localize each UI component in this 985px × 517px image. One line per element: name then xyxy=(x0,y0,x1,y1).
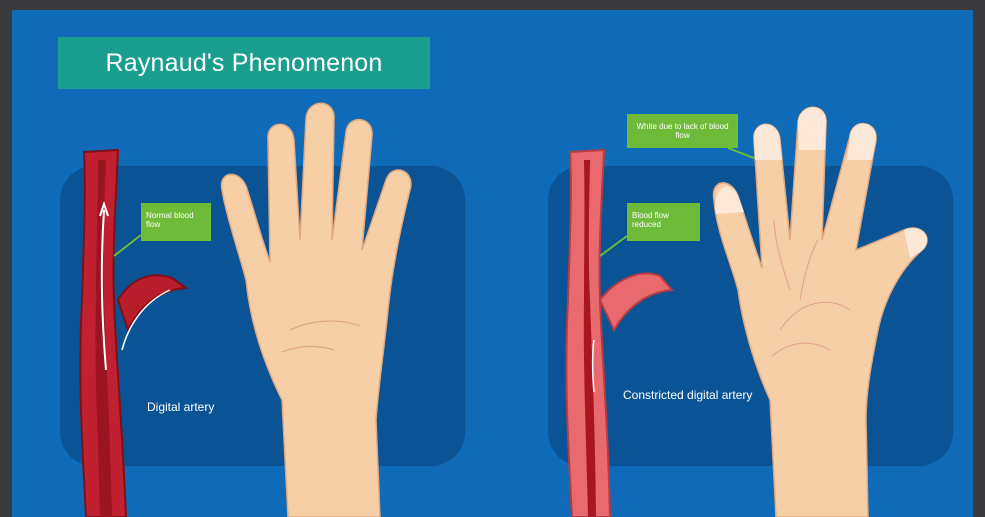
normal-flow-callout: Normal blood flow xyxy=(141,203,211,241)
raynaud-hand xyxy=(713,107,927,517)
raynaud-hand-shape xyxy=(713,107,927,517)
white-fingertip xyxy=(754,124,782,160)
reduced-flow-callout: Blood flow reduced xyxy=(627,203,700,241)
healthy-hand-shape xyxy=(221,103,410,517)
normal-callout-pointer xyxy=(114,235,141,256)
digital-artery-label: Digital artery xyxy=(147,400,214,415)
constricted-artery-label: Constricted digital artery xyxy=(623,388,763,403)
healthy-hand xyxy=(221,103,410,517)
white-fingertip xyxy=(798,107,826,150)
constricted-artery-branch xyxy=(600,273,672,330)
white-fingertip xyxy=(847,124,876,160)
white-fingers-callout: White due to lack of blood flow xyxy=(627,114,738,148)
normal-artery-branch xyxy=(118,275,186,330)
reduced-callout-pointer xyxy=(600,236,627,256)
